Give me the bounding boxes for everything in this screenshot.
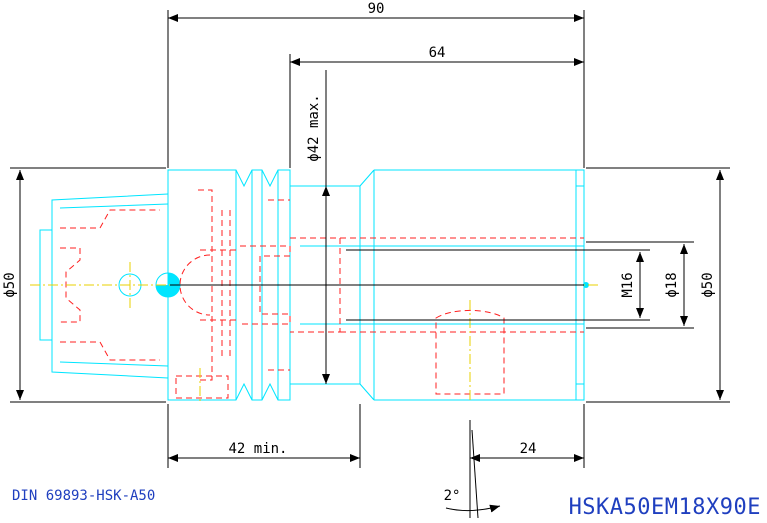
dim-shank-length: 64 (429, 45, 446, 61)
dim-right-diameter: ϕ50 (700, 272, 716, 297)
part-code-label: HSKA50EM18X90E (568, 495, 761, 520)
dim-taper-angle: 2° (444, 488, 461, 504)
center-lines (30, 262, 600, 404)
dim-left-diameter: ϕ50 (2, 272, 18, 297)
dim-overall-length: 90 (368, 1, 385, 17)
dim-right-length: 24 (520, 441, 537, 457)
dimension-lines (10, 10, 730, 519)
standard-label: DIN 69893-HSK-A50 (12, 488, 156, 504)
hidden-lines (60, 189, 584, 399)
dim-bore: ϕ18 (664, 272, 680, 297)
dim-thread: M16 (620, 272, 636, 297)
dim-min-length: 42 min. (228, 441, 287, 457)
dim-max-diameter: ϕ42 max. (306, 94, 322, 161)
